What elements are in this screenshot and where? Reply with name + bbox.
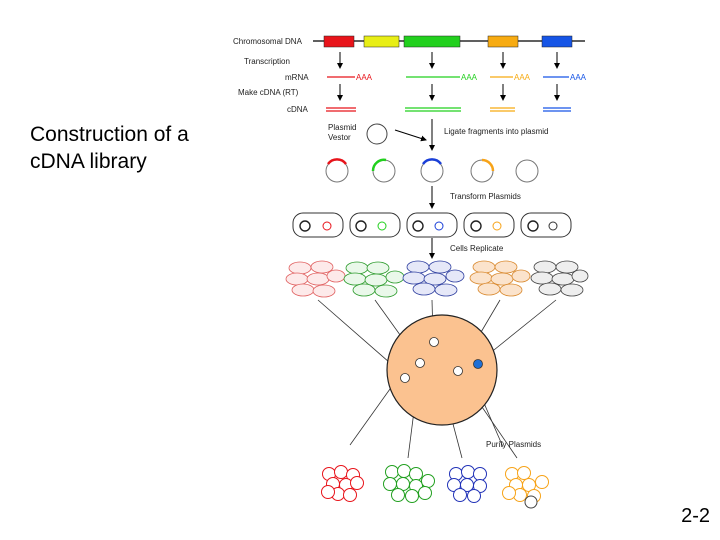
mrna-orange: AAA xyxy=(490,73,531,82)
purified-plasmid-empty xyxy=(524,495,538,509)
plate-colonies xyxy=(400,337,483,383)
mrna-green: AAA xyxy=(406,73,478,82)
purified-plasmids-orange xyxy=(502,466,549,503)
colony-cluster-gray xyxy=(530,260,589,297)
poly-a-blue: AAA xyxy=(570,73,587,82)
mrna-blue: AAA xyxy=(543,73,587,82)
gene-orange xyxy=(487,35,519,48)
rt-arrows xyxy=(337,84,560,101)
gene-red xyxy=(323,35,355,48)
recombinant-plasmids xyxy=(325,158,539,183)
purified-plasmids-blue xyxy=(447,465,487,503)
vector-arrow xyxy=(394,129,427,142)
plasmid-vector xyxy=(366,123,388,145)
transformed-cells xyxy=(292,212,572,238)
label-chromosomal-dna: Chromosomal DNA xyxy=(233,37,303,46)
slide-title: Construction of a cDNA library xyxy=(30,121,230,175)
slide-number: 2-2 xyxy=(681,505,710,527)
colony-cluster-red xyxy=(285,260,346,298)
petri-plate xyxy=(386,314,498,426)
cdna-orange xyxy=(490,107,515,112)
label-purify: Purify Plasmids xyxy=(486,440,541,449)
label-ligate: Ligate fragments into plasmid xyxy=(444,127,549,136)
poly-a-orange: AAA xyxy=(514,73,531,82)
gene-blue xyxy=(541,35,573,48)
colony-cluster-blue xyxy=(402,260,465,297)
purified-plasmids-red xyxy=(321,465,364,502)
slide-title-line-1: Construction of a xyxy=(30,123,189,146)
poly-a-green: AAA xyxy=(461,73,478,82)
colony-cluster-orange xyxy=(469,260,531,297)
gene-green xyxy=(403,35,461,48)
label-mrna: mRNA xyxy=(285,73,309,82)
cdna-blue xyxy=(543,107,571,112)
label-plasmid: Plasmid xyxy=(328,123,356,132)
colony-cluster-green xyxy=(343,261,405,298)
transcription-arrows xyxy=(337,52,560,69)
label-cells-replicate: Cells Replicate xyxy=(450,244,504,253)
label-transform: Transform Plasmids xyxy=(450,192,521,201)
label-cdna: cDNA xyxy=(287,105,309,114)
purified-plasmids-green xyxy=(383,464,435,503)
label-transcription: Transcription xyxy=(244,57,290,66)
cdna-green xyxy=(405,107,461,112)
poly-a-red: AAA xyxy=(356,73,373,82)
mrna-red: AAA xyxy=(327,73,373,82)
label-vector: Vestor xyxy=(328,133,351,142)
slide-title-line-2: cDNA library xyxy=(30,150,147,173)
label-make-cdna: Make cDNA (RT) xyxy=(238,88,299,97)
cdna-red xyxy=(326,107,356,112)
gene-yellow xyxy=(363,35,400,48)
